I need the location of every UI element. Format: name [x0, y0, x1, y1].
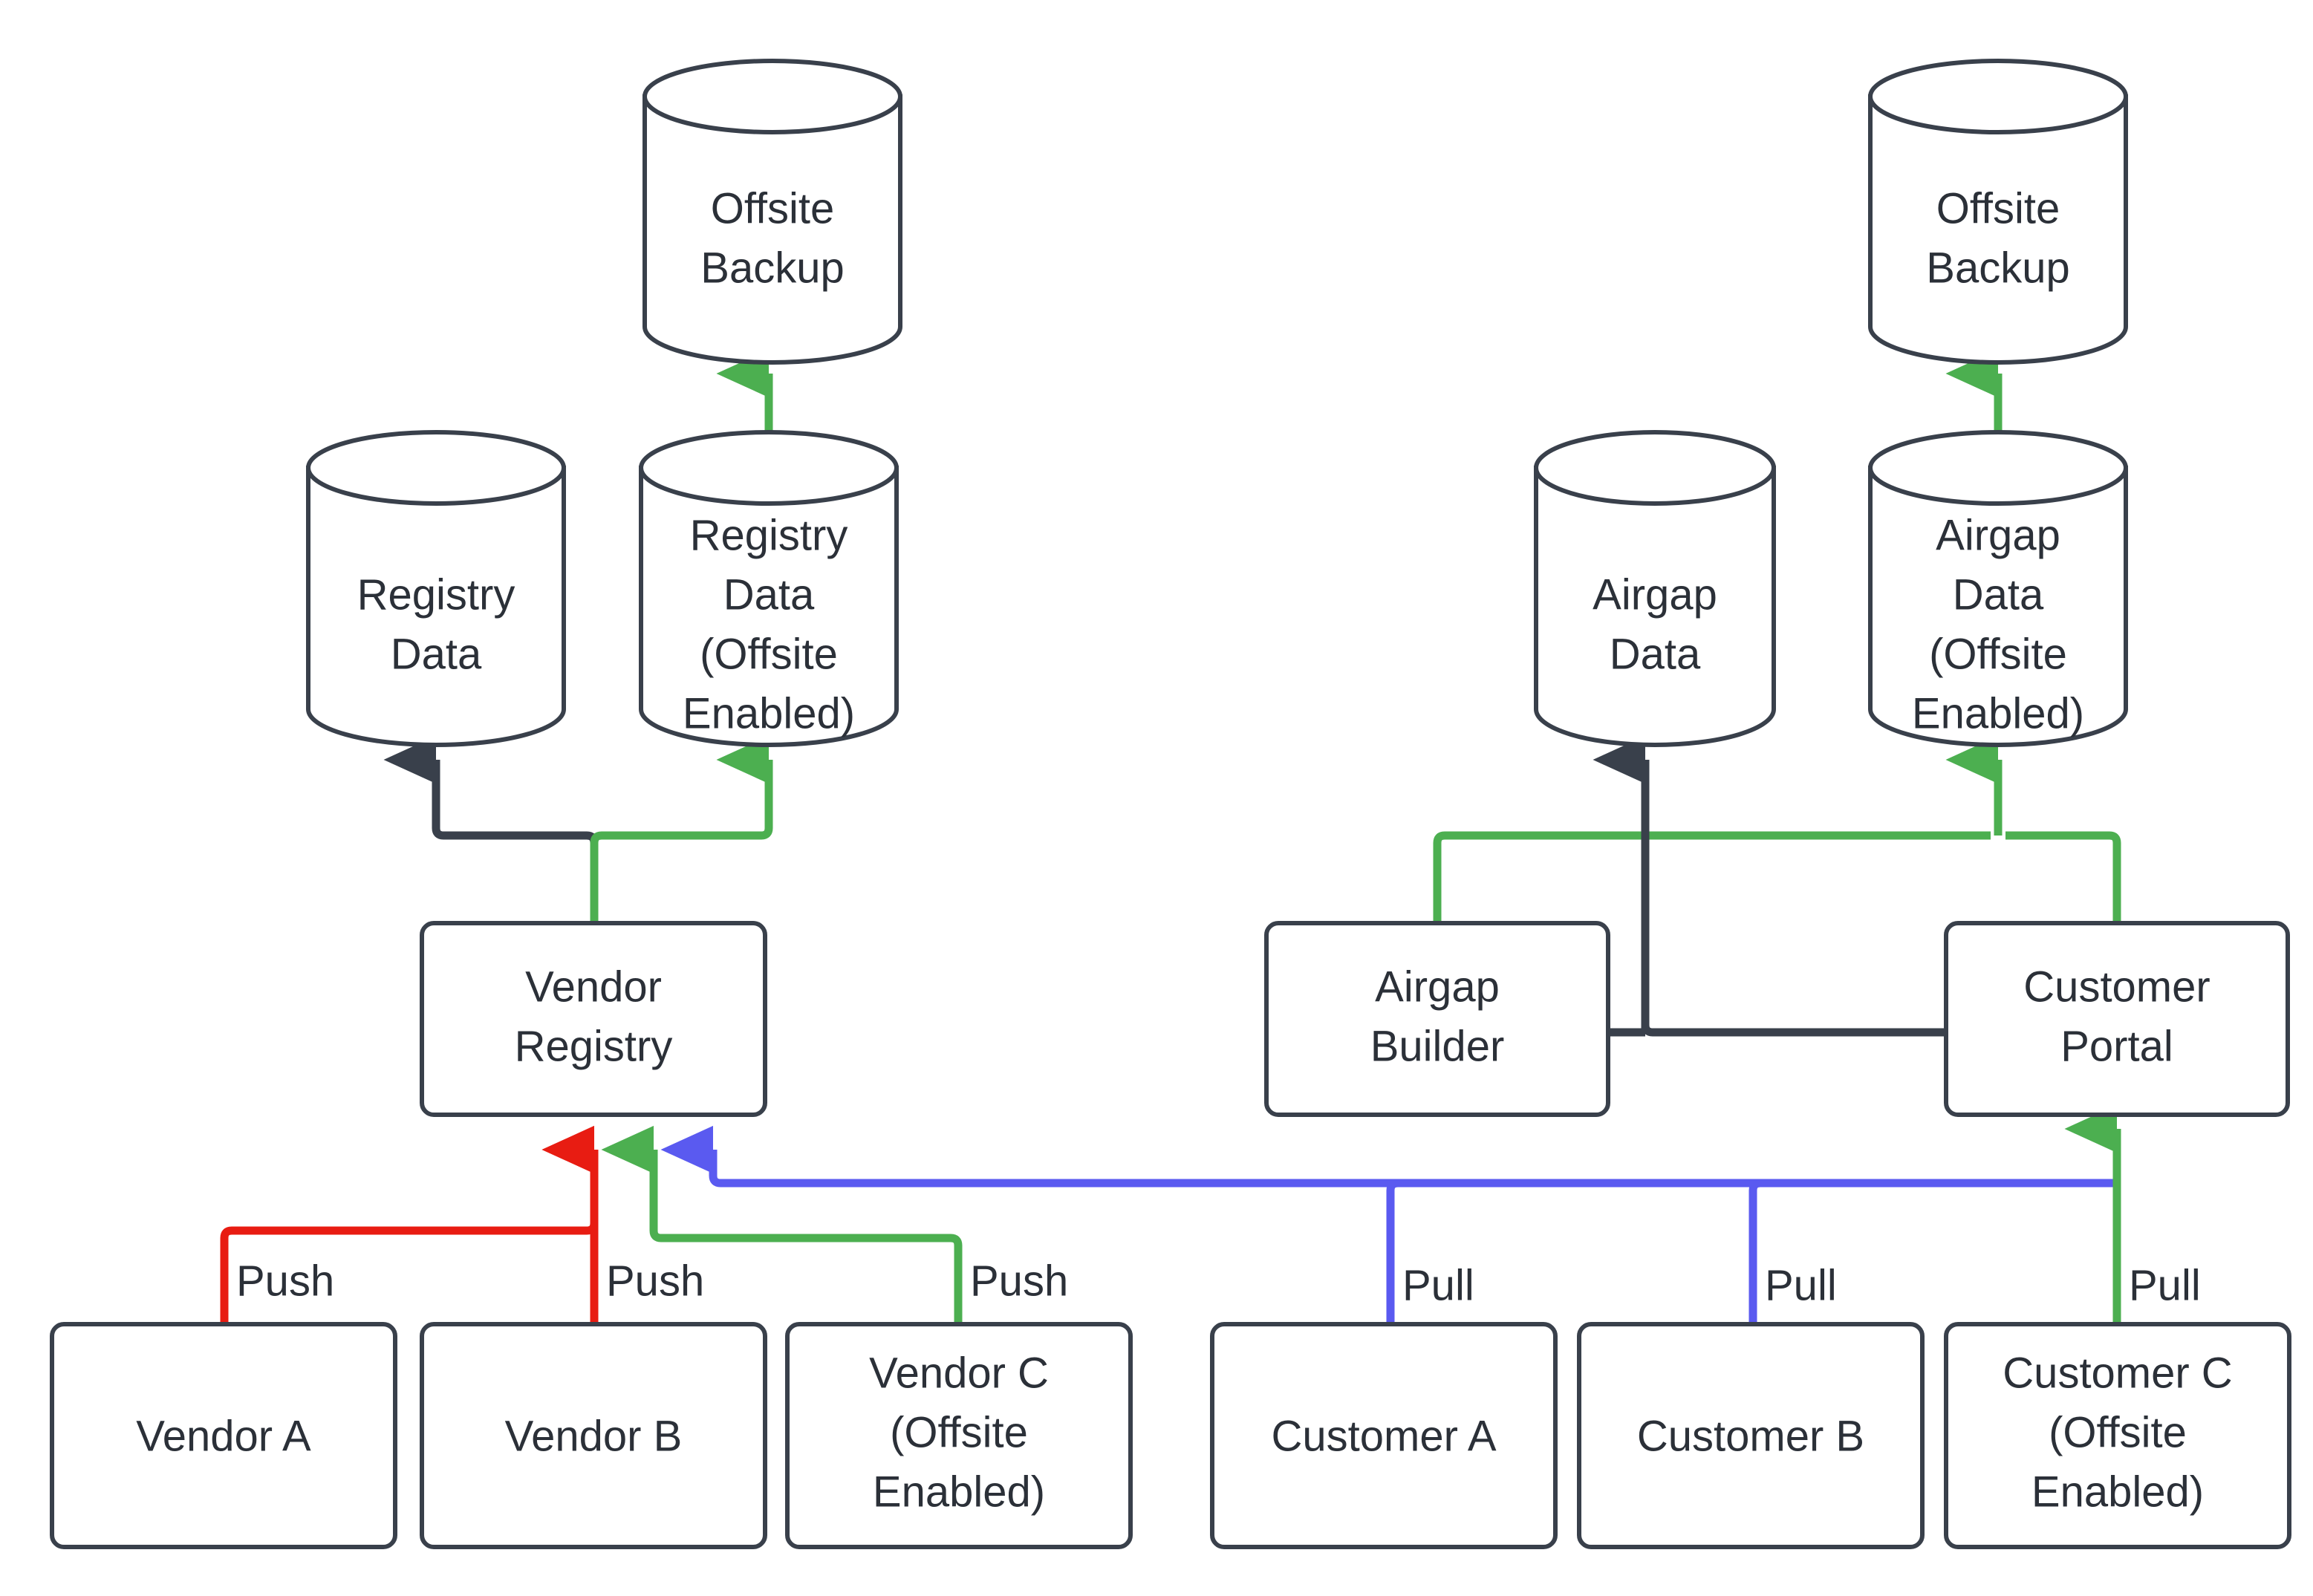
node-customer-portal[interactable]: Customer Portal — [1944, 921, 2290, 1117]
edge-airgap-builder-to-airgap-offsite — [1433, 831, 1991, 921]
registry-data-offsite-line-2: Data — [723, 570, 815, 619]
airgap-builder-line-2: Builder — [1370, 1022, 1505, 1070]
vendor-a-label: Vendor A — [136, 1412, 311, 1460]
edge-portal-to-airgap-data — [1641, 1017, 1946, 1037]
vendor-b-label: Vendor B — [505, 1412, 683, 1460]
node-customer-b[interactable]: Customer B — [1577, 1322, 1925, 1549]
vendor-c-line-2: (Offsite — [890, 1408, 1028, 1456]
node-offsite-backup-left[interactable]: Offsite Backup — [642, 59, 902, 365]
edge-vendor-c-push — [601, 1125, 963, 1322]
customer-c-line-3: Enabled) — [2031, 1468, 2204, 1516]
edge-label-layer: Push Push Push Pull Pull Pull — [236, 1257, 2201, 1309]
airgap-data-offsite-line-3: (Offsite — [1929, 630, 2067, 678]
node-vendor-b[interactable]: Vendor B — [420, 1322, 767, 1549]
airgap-data-offsite-line-1: Airgap — [1936, 511, 2060, 559]
offsite-backup-right-line-2: Backup — [1926, 244, 2069, 292]
node-airgap-data-offsite[interactable]: Airgap Data (Offsite Enabled) — [1868, 430, 2128, 747]
node-vendor-a[interactable]: Vendor A — [50, 1322, 397, 1549]
node-registry-data[interactable]: Registry Data — [306, 430, 566, 747]
offsite-backup-right-line-1: Offsite — [1936, 184, 2060, 232]
registry-data-offsite-line-1: Registry — [690, 511, 848, 559]
edge-registry-to-registry-data — [383, 735, 599, 921]
customer-portal-line-1: Customer — [2023, 963, 2210, 1011]
edge-label-vendor-c-push: Push — [970, 1257, 1068, 1305]
vendor-registry-line-2: Registry — [515, 1022, 673, 1070]
edge-portal-to-airgap-offsite — [2005, 831, 2121, 921]
node-vendor-registry[interactable]: Vendor Registry — [420, 921, 767, 1117]
registry-data-line-2: Data — [391, 630, 482, 678]
edge-portal-to-registry — [660, 1125, 2117, 1188]
edge-label-customer-b-pull: Pull — [1765, 1261, 1837, 1309]
edge-label-customer-a-pull: Pull — [1402, 1261, 1474, 1309]
node-customer-c[interactable]: Customer C (Offsite Enabled) — [1944, 1322, 2291, 1549]
edge-registry-to-registry-data-offsite — [590, 735, 773, 921]
node-customer-a[interactable]: Customer A — [1210, 1322, 1558, 1549]
customer-c-line-2: (Offsite — [2049, 1408, 2187, 1456]
vendor-c-line-1: Vendor C — [869, 1349, 1049, 1397]
airgap-data-offsite-line-4: Enabled) — [1912, 689, 2084, 737]
airgap-data-line-2: Data — [1610, 630, 1701, 678]
node-vendor-c[interactable]: Vendor C (Offsite Enabled) — [785, 1322, 1133, 1549]
edge-label-vendor-a-push: Push — [236, 1257, 334, 1305]
airgap-data-offsite-line-2: Data — [1953, 570, 2044, 619]
registry-data-offsite-line-4: Enabled) — [683, 689, 855, 737]
edge-label-customer-c-pull: Pull — [2129, 1261, 2201, 1309]
airgap-data-line-1: Airgap — [1593, 570, 1717, 619]
registry-data-line-1: Registry — [357, 570, 515, 619]
customer-portal-line-2: Portal — [2060, 1022, 2173, 1070]
airgap-builder-line-1: Airgap — [1375, 963, 1500, 1011]
node-airgap-builder[interactable]: Airgap Builder — [1264, 921, 1610, 1117]
vendor-registry-line-1: Vendor — [525, 963, 662, 1011]
edge-label-vendor-b-push: Push — [606, 1257, 704, 1305]
node-offsite-backup-right[interactable]: Offsite Backup — [1868, 59, 2128, 365]
customer-c-line-1: Customer C — [2003, 1349, 2232, 1397]
node-airgap-data[interactable]: Airgap Data — [1534, 430, 1776, 747]
vendor-c-line-3: Enabled) — [873, 1468, 1045, 1516]
node-registry-data-offsite[interactable]: Registry Data (Offsite Enabled) — [639, 430, 899, 747]
offsite-backup-left-line-1: Offsite — [711, 184, 835, 232]
offsite-backup-left-line-2: Backup — [700, 244, 844, 292]
registry-data-offsite-line-3: (Offsite — [700, 630, 838, 678]
customer-a-label: Customer A — [1272, 1412, 1497, 1460]
customer-b-label: Customer B — [1637, 1412, 1864, 1460]
edge-layer — [220, 349, 2121, 1322]
